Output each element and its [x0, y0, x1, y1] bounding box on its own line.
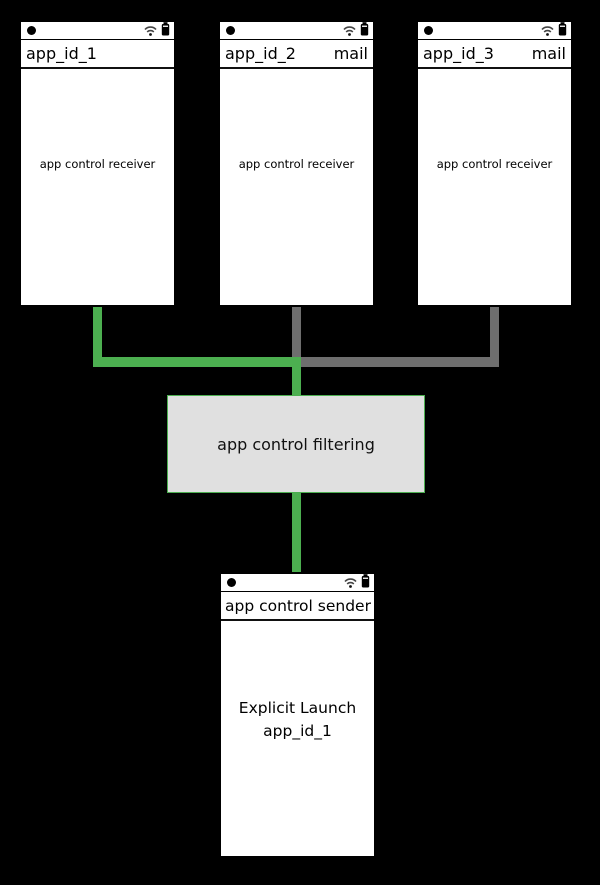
- connector-app1-vertical: [93, 306, 102, 367]
- phone-frame-app-id-1: app_id_1 app control receiver: [19, 20, 176, 307]
- wifi-icon: [541, 21, 554, 40]
- title-bar: app_id_1: [21, 40, 174, 69]
- filtering-label: app control filtering: [217, 434, 375, 454]
- app-title: app control sender: [225, 596, 371, 615]
- title-bar: app_id_3 mail: [418, 40, 571, 69]
- connector-filter-to-sender: [292, 491, 301, 573]
- phone-frame-app-id-3: app_id_3 mail app control receiver: [416, 20, 573, 307]
- wifi-icon: [343, 21, 356, 40]
- camera-dot-icon: [227, 578, 236, 587]
- connector-gray-horizontal: [296, 357, 499, 367]
- phone-body: app control receiver: [418, 69, 571, 305]
- connector-app2-vertical: [292, 306, 301, 367]
- receiver-label: app control receiver: [238, 157, 355, 171]
- status-bar: [220, 22, 373, 40]
- receiver-label: app control receiver: [39, 157, 156, 171]
- receiver-label: app control receiver: [436, 157, 553, 171]
- status-bar: [221, 574, 374, 592]
- app-title: app_id_2: [225, 44, 296, 63]
- phone-frame-sender: app control sender Explicit Launch app_i…: [219, 572, 376, 858]
- title-bar: app control sender: [221, 592, 374, 621]
- camera-dot-icon: [424, 26, 433, 35]
- status-bar: [418, 22, 571, 40]
- connector-green-horizontal: [93, 357, 301, 367]
- phone-frame-app-id-2: app_id_2 mail app control receiver: [218, 20, 375, 307]
- phone-body: app control receiver: [21, 69, 174, 305]
- connector-app3-vertical: [490, 306, 499, 367]
- phone-body: Explicit Launch app_id_1: [221, 621, 374, 856]
- camera-dot-icon: [27, 26, 36, 35]
- status-bar: [21, 22, 174, 40]
- app-title: app_id_3: [423, 44, 494, 63]
- wifi-icon: [144, 21, 157, 40]
- camera-dot-icon: [226, 26, 235, 35]
- battery-icon: [161, 21, 170, 40]
- app-control-filtering-box: app control filtering: [167, 395, 425, 493]
- phone-body: app control receiver: [220, 69, 373, 305]
- title-bar: app_id_2 mail: [220, 40, 373, 69]
- wifi-icon: [344, 573, 357, 592]
- battery-icon: [360, 21, 369, 40]
- operation-badge: mail: [531, 44, 566, 63]
- connector-to-filter: [292, 357, 301, 397]
- app-title: app_id_1: [26, 44, 97, 63]
- battery-icon: [361, 573, 370, 592]
- battery-icon: [558, 21, 567, 40]
- launch-label-line1: Explicit Launch: [238, 699, 357, 717]
- launch-label-line2: app_id_1: [263, 722, 332, 740]
- operation-badge: mail: [333, 44, 368, 63]
